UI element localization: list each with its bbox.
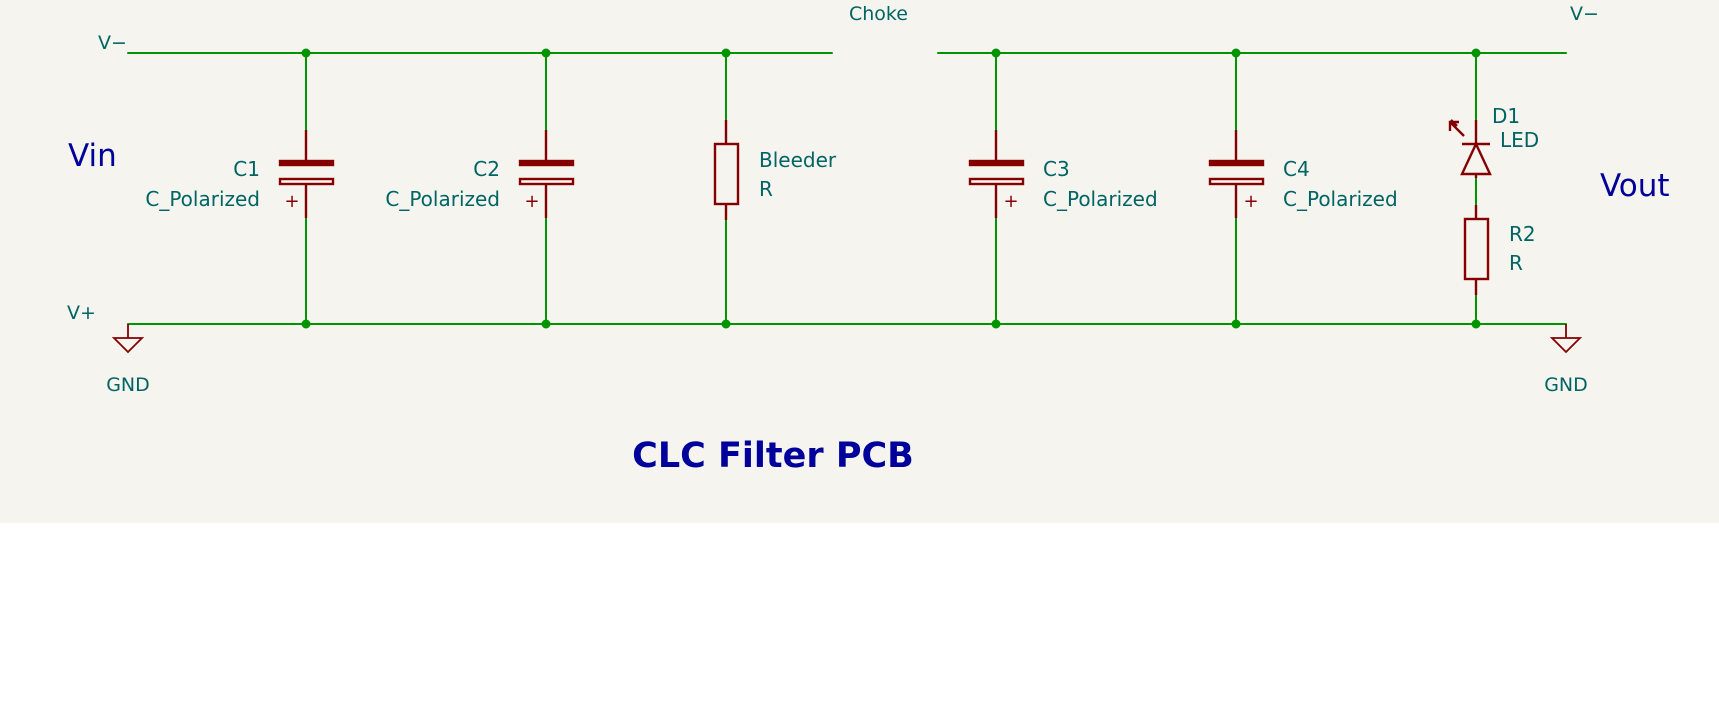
c2-value: C_Polarized <box>385 187 500 211</box>
v-plus-label: V+ <box>67 302 96 324</box>
c3-plate-outline <box>968 177 1025 186</box>
r2-ref: R2 <box>1509 222 1536 246</box>
junction-dot <box>991 319 1001 329</box>
capacitor-c3[interactable]: + C3 C_Polarized <box>968 130 1158 218</box>
gnd-left-triangle <box>111 337 145 354</box>
capacitor-c4[interactable]: + C4 C_Polarized <box>1208 130 1398 218</box>
gnd-symbol-left: GND <box>106 324 150 396</box>
c1-ref: C1 <box>233 157 260 181</box>
junction-dot <box>301 48 311 58</box>
bleeder-ref: Bleeder <box>759 148 837 172</box>
junctions <box>301 48 1481 329</box>
resistor-bleeder[interactable]: Bleeder R <box>713 120 837 220</box>
vout-label: Vout <box>1600 168 1670 204</box>
junction-dot <box>301 319 311 329</box>
d1-value: LED <box>1500 128 1539 152</box>
d1-light-arrow-shaft-2 <box>1450 119 1458 127</box>
v-minus-left-label: V− <box>98 32 127 54</box>
c4-polarity: + <box>1243 191 1258 212</box>
c3-ref: C3 <box>1043 157 1070 181</box>
junction-dot <box>541 48 551 58</box>
wires <box>127 52 1567 325</box>
c1-plate-outline <box>278 177 335 186</box>
d1-ref: D1 <box>1492 104 1520 128</box>
gnd-right-triangle <box>1549 337 1583 354</box>
junction-dot <box>1231 319 1241 329</box>
gnd-symbol-right: GND <box>1544 324 1588 396</box>
c2-polarity: + <box>524 191 539 212</box>
c2-plate-outline <box>518 177 575 186</box>
choke-label: Choke <box>849 3 908 25</box>
c1-value: C_Polarized <box>145 187 260 211</box>
bleeder-value: R <box>759 177 773 201</box>
c1-plate-solid <box>278 159 335 167</box>
led-d1[interactable]: D1 LED <box>1448 104 1539 178</box>
c4-ref: C4 <box>1283 157 1310 181</box>
junction-dot <box>1471 48 1481 58</box>
c2-plate-solid <box>518 159 575 167</box>
capacitor-c2[interactable]: + C2 C_Polarized <box>385 130 575 218</box>
c4-plate-solid <box>1208 159 1265 167</box>
vin-label: Vin <box>68 138 117 174</box>
capacitor-c1[interactable]: + C1 C_Polarized <box>145 130 335 218</box>
c2-ref: C2 <box>473 157 500 181</box>
junction-dot <box>1231 48 1241 58</box>
r2-value: R <box>1509 251 1523 275</box>
junction-dot <box>721 48 731 58</box>
resistor-r2[interactable]: R2 R <box>1463 205 1536 295</box>
junction-dot <box>721 319 731 329</box>
d1-light-arrow-head <box>1448 120 1459 131</box>
d1-light-arrow-shaft <box>1449 121 1465 137</box>
gnd-left-label: GND <box>106 374 150 396</box>
junction-dot <box>991 48 1001 58</box>
gnd-right-label: GND <box>1544 374 1588 396</box>
c4-value: C_Polarized <box>1283 187 1398 211</box>
schematic-sheet <box>0 0 1719 523</box>
c3-value: C_Polarized <box>1043 187 1158 211</box>
c3-polarity: + <box>1003 191 1018 212</box>
junction-dot <box>1471 319 1481 329</box>
c4-plate-outline <box>1208 177 1265 186</box>
c1-polarity: + <box>284 191 299 212</box>
c3-plate-solid <box>968 159 1025 167</box>
schematic-title: CLC Filter PCB <box>632 436 914 476</box>
v-minus-right-label: V− <box>1570 3 1599 25</box>
junction-dot <box>541 319 551 329</box>
